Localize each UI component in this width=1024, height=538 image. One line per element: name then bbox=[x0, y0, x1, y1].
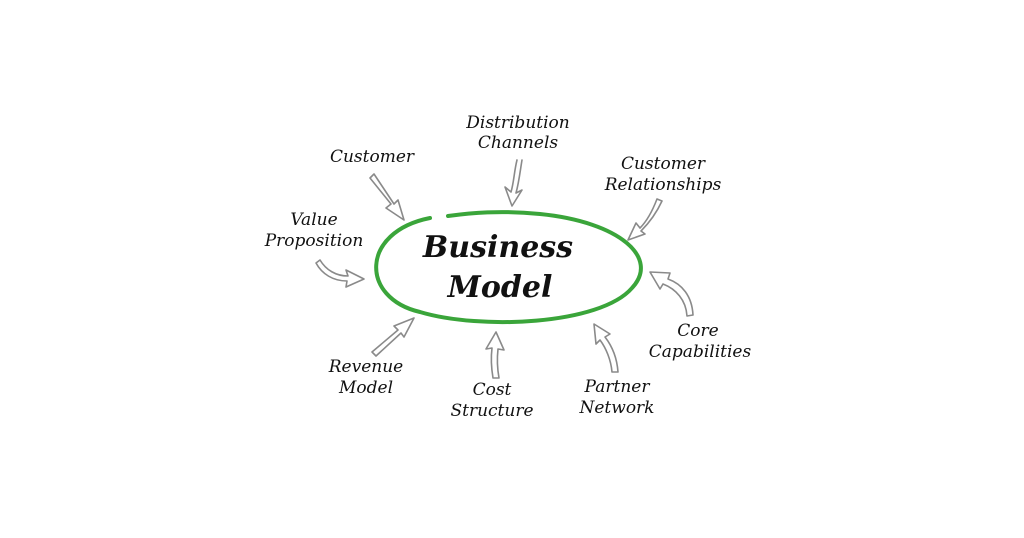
label-core-capabilities-line2: Capabilities bbox=[649, 342, 752, 362]
label-revenue-model-line2: Model bbox=[338, 378, 393, 398]
label-customer-relationships-line1: Customer bbox=[621, 154, 706, 174]
label-cost-structure-line2: Structure bbox=[450, 401, 533, 421]
arrow-customer-relationships bbox=[627, 198, 663, 241]
arrow-customer bbox=[369, 173, 405, 221]
arrow-revenue-model bbox=[371, 317, 415, 357]
center-title-line2: Model bbox=[447, 270, 553, 305]
center-title-line1: Business bbox=[422, 230, 573, 265]
label-distribution-channels-line2: Channels bbox=[478, 133, 558, 153]
label-cost-structure-line1: Cost bbox=[473, 380, 512, 400]
arrow-core-capabilities bbox=[649, 271, 694, 317]
label-revenue-model-line1: Revenue bbox=[328, 357, 403, 377]
label-distribution-channels-line1: Distribution bbox=[465, 113, 569, 133]
center-ellipse bbox=[374, 210, 643, 325]
label-partner-network-line1: Partner bbox=[584, 377, 651, 397]
label-customer: Customer bbox=[330, 147, 415, 167]
label-partner-network-line2: Network bbox=[579, 398, 655, 418]
arrow-value-proposition bbox=[315, 259, 365, 288]
arrow-distribution-channels bbox=[504, 159, 523, 207]
arrow-cost-structure bbox=[485, 331, 505, 379]
label-customer-relationships-line2: Relationships bbox=[604, 175, 722, 195]
arrow-partner-network bbox=[593, 323, 619, 373]
label-value-proposition-line1: Value bbox=[290, 210, 337, 230]
label-core-capabilities-line1: Core bbox=[677, 321, 718, 341]
label-value-proposition-line2: Proposition bbox=[264, 231, 364, 251]
